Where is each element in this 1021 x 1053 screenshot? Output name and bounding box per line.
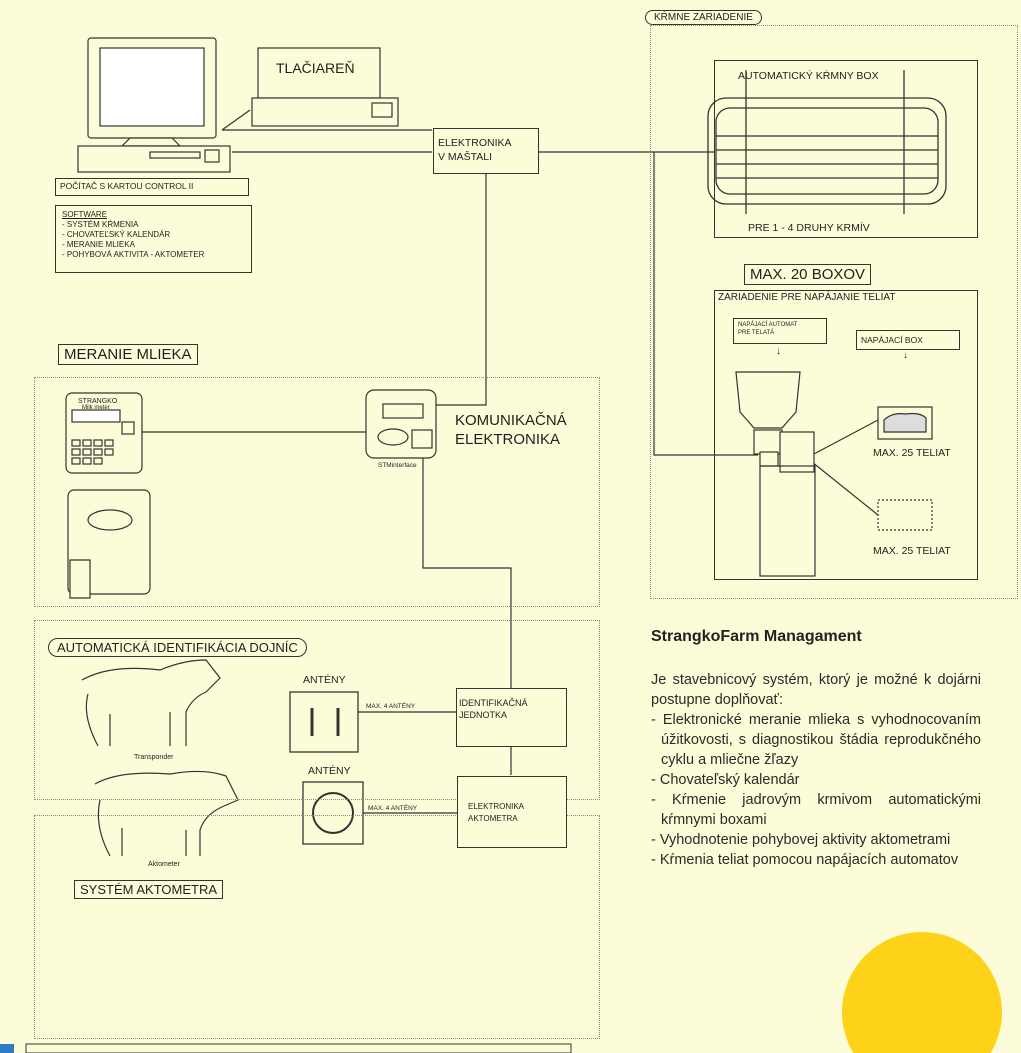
article-item: - Kŕmenie jadrovým krmivom auto­matickým…	[651, 792, 981, 828]
feeds-label: PRE 1 - 4 DRUHY KRMÍV	[748, 222, 870, 234]
milk-device-brand: STRANGKO	[78, 398, 118, 405]
barn-electronics-box: ELEKTRONIKA V MAŠTALI	[433, 128, 539, 174]
milk-title: MERANIE MLIEKA	[58, 344, 198, 365]
article-list: - Elektronické meranie mlieka s vy­hodno…	[651, 710, 981, 870]
comm-line1: KOMUNIKAČNÁ	[455, 412, 567, 429]
article-body: Je stavebnicový systém, ktorý je mož­né …	[651, 670, 981, 870]
software-item: - CHOVATEĽSKÝ KALENDÁR	[62, 230, 171, 239]
calf-automat-label: NAPÁJACÍ AUTOMAT	[738, 322, 798, 328]
milk-device-sub: Milk meter	[82, 405, 110, 411]
feeding-box-icon	[707, 70, 947, 214]
printer-link-line	[221, 109, 251, 131]
article-item: - Chovateľský kalendár	[651, 772, 800, 788]
article-intro: Je stavebnicový systém, ktorý je mož­né …	[651, 672, 981, 708]
arrow-down-icon: ↓	[903, 350, 908, 361]
activity-unit-line1: ELEKTRONIKA	[468, 802, 525, 811]
yellow-accent-circle	[842, 932, 1002, 1053]
milk-section-frame	[34, 377, 600, 607]
calf-automat-icon	[735, 371, 816, 577]
aktometer-label: Aktometer	[148, 861, 180, 868]
ident-unit-box: IDENTIFIKAČNÁ JEDNOTKA	[456, 688, 567, 747]
ident-max-label: MAX. 4 ANTÉNY	[366, 703, 416, 710]
activity-antenna-icon	[302, 781, 364, 845]
calf-max-1: MAX. 25 TELIAT	[873, 447, 951, 459]
article-item: - Vyhodnotenie pohybovej aktivity aktome…	[651, 832, 951, 848]
barn-to-comm-line	[435, 172, 487, 406]
activity-unit-box: ELEKTRONIKA AKTOMETRA	[457, 776, 567, 848]
activity-section-frame	[34, 815, 600, 1039]
calf-box1-line	[811, 419, 879, 456]
feeding-title: KŔMNE ZARIADENIE	[645, 10, 762, 25]
milk-meter-icon	[65, 392, 151, 599]
ident-unit-line2: JEDNOTKA	[459, 710, 508, 720]
calf-box-icon	[877, 406, 933, 531]
calf-frame	[714, 290, 978, 580]
software-item: - POHYBOVÁ AKTIVITA - AKTOMETER	[62, 250, 205, 259]
calf-max-2: MAX. 25 TELIAT	[873, 545, 951, 557]
cow-illustration	[81, 659, 221, 747]
ident-antennas-label: ANTÉNY	[303, 674, 346, 686]
activity-max-label: MAX. 4 ANTÉNY	[368, 805, 418, 812]
activity-unit-line2: AKTOMETRA	[468, 814, 518, 823]
calf-link-line	[653, 152, 758, 456]
calf-automat-label: PRE TELATÁ	[738, 330, 775, 336]
comm-device-label: STMinterface	[378, 462, 417, 469]
activity-title: SYSTÉM AKTOMETRA	[74, 880, 224, 899]
feeding-frame	[714, 60, 978, 238]
calf-automat-label-box: NAPÁJACÍ AUTOMAT PRE TELATÁ	[733, 318, 827, 344]
printer-label: TLAČIAREŇ	[276, 60, 355, 76]
computer-label: POČÍTAČ S KARTOU CONTROL II	[60, 181, 194, 191]
article-item: - Elektronické meranie mlieka s vy­hodno…	[651, 712, 981, 768]
computer-monitor-icon	[77, 37, 231, 173]
software-box: SOFTWARE - SYSTÉM KŔMENIA - CHOVATEĽSKÝ …	[55, 205, 252, 273]
comm-to-ident-line	[422, 458, 512, 688]
comm-electronics-icon	[365, 389, 437, 459]
calf-box2-line	[811, 461, 879, 516]
feeding-box-label: AUTOMATICKÝ KŔMNY BOX	[738, 70, 879, 82]
software-item: - MERANIE MLIEKA	[62, 240, 135, 249]
printer-icon	[251, 47, 399, 127]
max-boxes-label: MAX. 20 BOXOV	[744, 264, 872, 285]
calf-box-label-box: NAPÁJACÍ BOX	[856, 330, 960, 350]
cow-activity-illustration	[94, 770, 239, 857]
article-item: - Kŕmenia teliat pomocou napájacích auto…	[651, 852, 959, 868]
barn-electronics-line2: V MAŠTALI	[438, 151, 493, 163]
arrow-down-icon: ↓	[776, 346, 781, 357]
ident-unit-line1: IDENTIFIKAČNÁ	[459, 698, 528, 708]
calf-box-label: NAPÁJACÍ BOX	[861, 335, 923, 345]
comm-line2: ELEKTRONIKA	[455, 431, 561, 448]
barn-electronics-line1: ELEKTRONIKA	[438, 137, 512, 149]
transponder-label: Transponder	[134, 754, 174, 761]
calf-title: ZARIADENIE PRE NAPÁJANIE TELIAT	[718, 292, 896, 304]
computer-label-box: POČÍTAČ S KARTOU CONTROL II	[55, 178, 249, 196]
activity-antennas-label: ANTÉNY	[308, 765, 351, 777]
software-item: - SYSTÉM KŔMENIA	[62, 220, 139, 229]
ident-antenna-icon	[289, 691, 359, 753]
feeding-section-frame	[650, 25, 1018, 599]
article-heading: StrangkoFarm Managament	[651, 628, 862, 645]
ident-section-frame	[34, 620, 600, 800]
ident-title: AUTOMATICKÁ IDENTIFIKÁCIA DOJNÍC	[48, 638, 307, 657]
software-title: SOFTWARE	[62, 210, 108, 219]
